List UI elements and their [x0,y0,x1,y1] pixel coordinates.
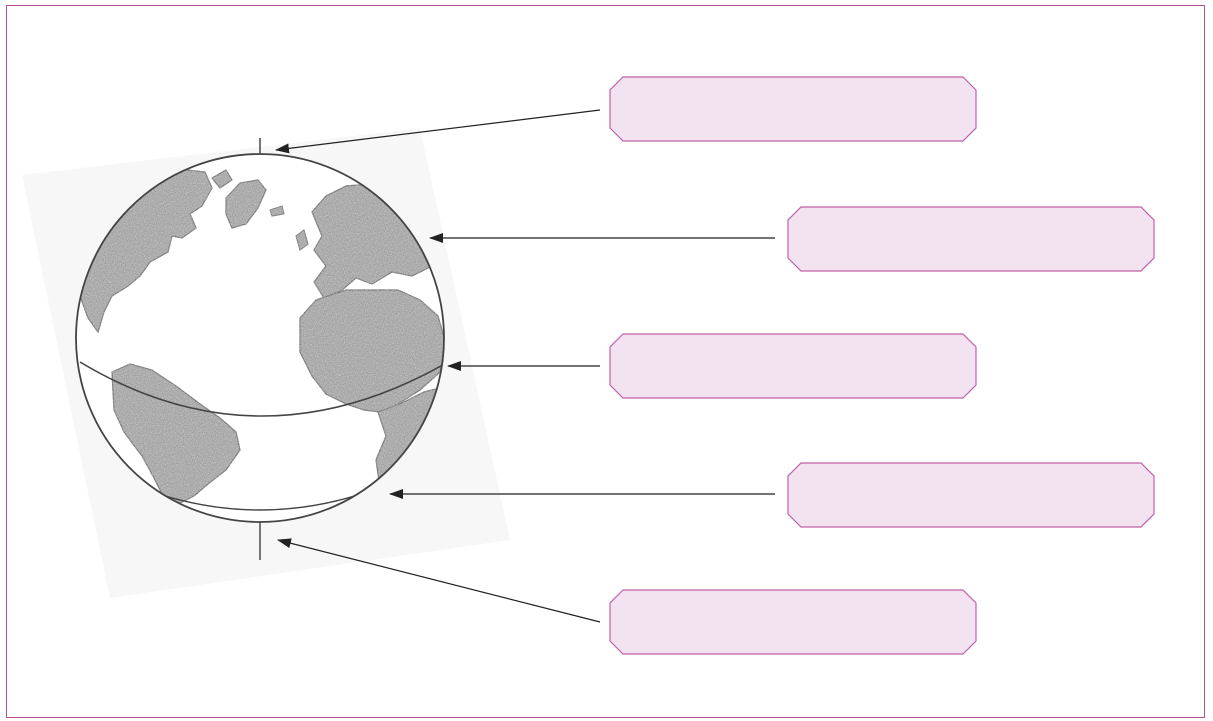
arctic-island [211,169,233,189]
label-box-equator[interactable] [609,333,977,399]
arrow-5 [277,538,601,623]
south-america [111,363,241,505]
label-box-axis[interactable] [609,76,977,142]
arrow-1 [275,109,601,154]
label-box-shape [609,76,977,142]
label-box-southern-hemisphere[interactable] [787,462,1155,528]
greenland [225,179,267,229]
label-box-shape [609,589,977,655]
label-box-northern-hemisphere[interactable] [787,206,1155,272]
globe-outline [75,153,445,523]
equator-line [79,361,444,417]
label-box-shape [609,333,977,399]
label-box-south-pole[interactable] [609,589,977,655]
iceland [269,205,285,217]
label-box-shape [787,462,1155,528]
label-box-shape [787,206,1155,272]
british-isles [295,229,309,251]
